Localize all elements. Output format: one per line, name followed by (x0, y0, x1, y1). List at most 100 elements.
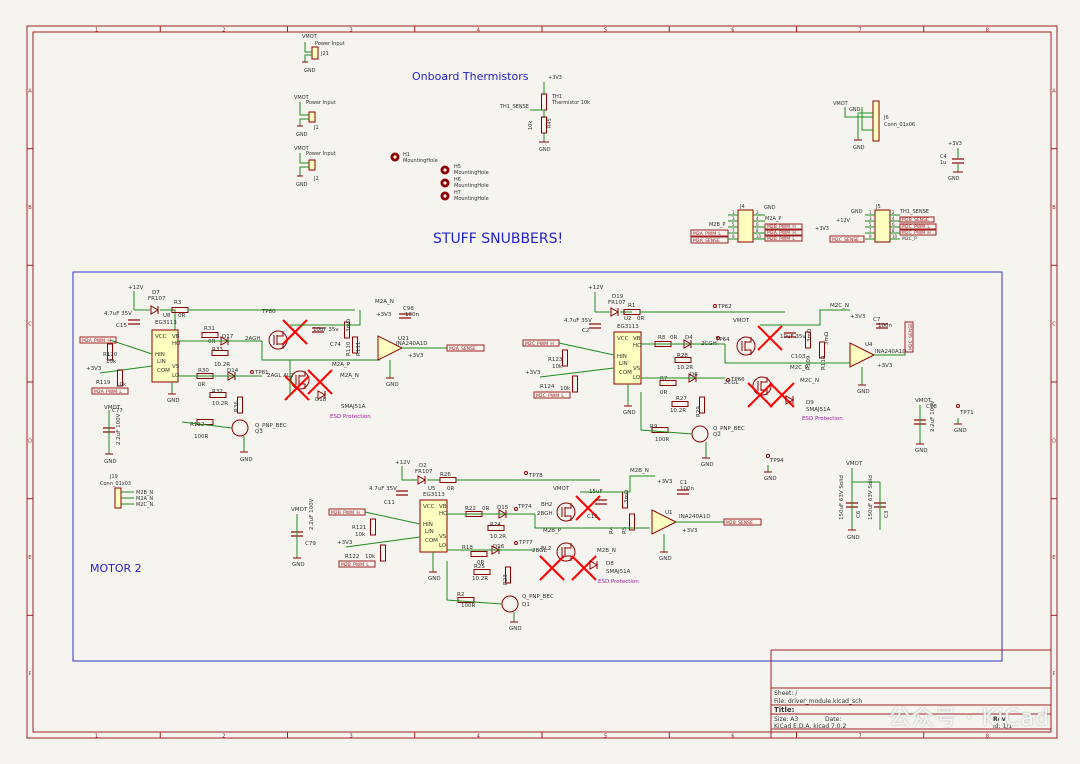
svg-text:H7: H7 (454, 190, 461, 196)
svg-text:M2C_SENSE: M2C_SENSE (832, 237, 859, 243)
svg-text:4: 4 (756, 216, 759, 221)
svg-text:C7: C7 (873, 317, 881, 323)
svg-text:M2B_PWM_L: M2B_PWM_L (767, 236, 795, 242)
svg-text:Date:: Date: (825, 716, 841, 723)
svg-text:M2C_N: M2C_N (136, 502, 153, 508)
svg-text:COM: COM (425, 538, 438, 544)
svg-text:0R: 0R (637, 316, 644, 322)
svg-text:ESD Protection: ESD Protection (598, 579, 639, 585)
svg-text:10k: 10k (106, 359, 117, 365)
svg-text:SMAJ51A: SMAJ51A (806, 407, 831, 413)
svg-text:Power Input: Power Input (315, 41, 345, 47)
svg-text:M2B_PWM_H: M2B_PWM_H (331, 510, 360, 516)
svg-text:VMOT: VMOT (915, 398, 932, 404)
svg-text:R111: R111 (356, 342, 362, 356)
svg-text:GND: GND (296, 182, 308, 188)
svg-text:INA240A1D: INA240A1D (875, 349, 907, 355)
svg-text:2BGH: 2BGH (537, 511, 553, 517)
svg-text:9: 9 (732, 234, 735, 239)
svg-text:M2A_PWM_L: M2A_PWM_L (693, 231, 721, 237)
svg-text:SMAJ51A: SMAJ51A (606, 569, 631, 575)
svg-text:M2C_P: M2C_P (902, 236, 917, 242)
svg-text:R5: R5 (622, 526, 628, 534)
svg-text:4.7uF 35V: 4.7uF 35V (564, 318, 592, 324)
svg-text:COM: COM (157, 368, 170, 374)
svg-text:KiCad E.D.A. kicad 7.0.2: KiCad E.D.A. kicad 7.0.2 (774, 723, 847, 730)
svg-text:MountingHole: MountingHole (454, 170, 489, 176)
svg-text:+3V3: +3V3 (657, 479, 673, 485)
capacitor-c4: +3V3 C4 1u GND (940, 141, 965, 182)
column-marker: 4 (477, 734, 480, 740)
svg-text:10k: 10k (355, 532, 366, 538)
svg-text:7: 7 (732, 228, 735, 233)
svg-text:R123: R123 (548, 357, 563, 363)
svg-text:+3V3: +3V3 (877, 363, 893, 369)
svg-text:M2B_PWM_H: M2B_PWM_H (767, 224, 796, 230)
svg-text:R29: R29 (696, 406, 702, 417)
svg-text:7: 7 (869, 228, 872, 233)
svg-text:M2A_N: M2A_N (136, 496, 153, 502)
svg-text:J1: J1 (313, 125, 319, 131)
svg-text:VS: VS (633, 366, 641, 372)
svg-text:VMOT: VMOT (553, 486, 570, 492)
svg-text:C2: C2 (582, 328, 589, 334)
svg-text:GND: GND (948, 176, 960, 182)
svg-text:M2C_P: M2C_P (790, 365, 809, 371)
svg-text:M2A_P: M2A_P (765, 216, 781, 222)
svg-text:M2C_PWM_L: M2C_PWM_L (902, 224, 930, 230)
svg-text:VMOT: VMOT (833, 101, 849, 107)
svg-text:R31: R31 (204, 326, 215, 332)
svg-text:R24: R24 (490, 522, 501, 528)
svg-text:D7: D7 (152, 290, 160, 296)
svg-text:U8: U8 (163, 313, 171, 319)
svg-text:D14: D14 (227, 368, 239, 374)
svg-text:M2A_PWM_L: M2A_PWM_L (94, 389, 122, 395)
svg-text:M2A_N: M2A_N (375, 299, 394, 305)
svg-text:C6: C6 (856, 510, 862, 518)
svg-text:Conn_01x03: Conn_01x03 (100, 481, 131, 487)
svg-text:J6: J6 (883, 115, 889, 121)
svg-text:2: 2 (892, 210, 895, 215)
svg-text:0R: 0R (178, 313, 185, 319)
motor-heading: MOTOR 2 (90, 562, 142, 575)
svg-text:C74: C74 (330, 342, 341, 348)
svg-text:Thermistor 10k: Thermistor 10k (551, 100, 590, 106)
column-marker: 6 (731, 28, 734, 34)
svg-text:3mΩ: 3mΩ (824, 332, 830, 345)
svg-text:VMOT: VMOT (291, 507, 308, 513)
svg-text:D19: D19 (612, 294, 624, 300)
thermistor-th1: +3V3 TH1 Thermistor 10k TH1_SENSE 10k R4… (499, 75, 590, 153)
svg-text:File: driver_module.kicad_sch: File: driver_module.kicad_sch (774, 698, 862, 705)
svg-text:150uF 63V Solid: 150uF 63V Solid (868, 475, 874, 520)
svg-text:U1: U1 (665, 510, 673, 516)
svg-text:Power Input: Power Input (306, 100, 336, 106)
svg-text:U5: U5 (428, 486, 436, 492)
svg-text:0R: 0R (482, 506, 489, 512)
svg-text:9: 9 (869, 234, 872, 239)
svg-text:ESD Protection: ESD Protection (330, 414, 371, 420)
svg-text:+3V3: +3V3 (948, 141, 962, 147)
svg-text:VCC: VCC (423, 504, 435, 510)
svg-text:R120: R120 (103, 352, 118, 358)
svg-text:Rev:: Rev: (993, 716, 1008, 723)
svg-text:FR107: FR107 (608, 300, 626, 306)
svg-text:1: 1 (869, 210, 872, 215)
svg-text:GND: GND (915, 448, 928, 454)
svg-text:R30: R30 (198, 368, 209, 374)
svg-text:100n: 100n (405, 312, 419, 318)
svg-text:R26: R26 (440, 472, 451, 478)
svg-text:5: 5 (869, 222, 872, 227)
svg-text:Q1: Q1 (522, 602, 530, 608)
svg-text:M2A_SENSE: M2A_SENSE (693, 238, 720, 244)
column-marker: 1 (95, 28, 98, 34)
svg-text:GND: GND (849, 107, 861, 113)
svg-text:D8: D8 (606, 561, 614, 567)
svg-text:R18: R18 (462, 545, 473, 551)
svg-text:Id: 1/1: Id: 1/1 (993, 723, 1012, 730)
svg-text:10k: 10k (116, 382, 127, 388)
row-marker: F (1053, 672, 1056, 678)
svg-text:VMOT: VMOT (294, 95, 310, 101)
svg-text:SMAJ51A: SMAJ51A (341, 404, 366, 410)
svg-text:R7: R7 (660, 376, 668, 382)
